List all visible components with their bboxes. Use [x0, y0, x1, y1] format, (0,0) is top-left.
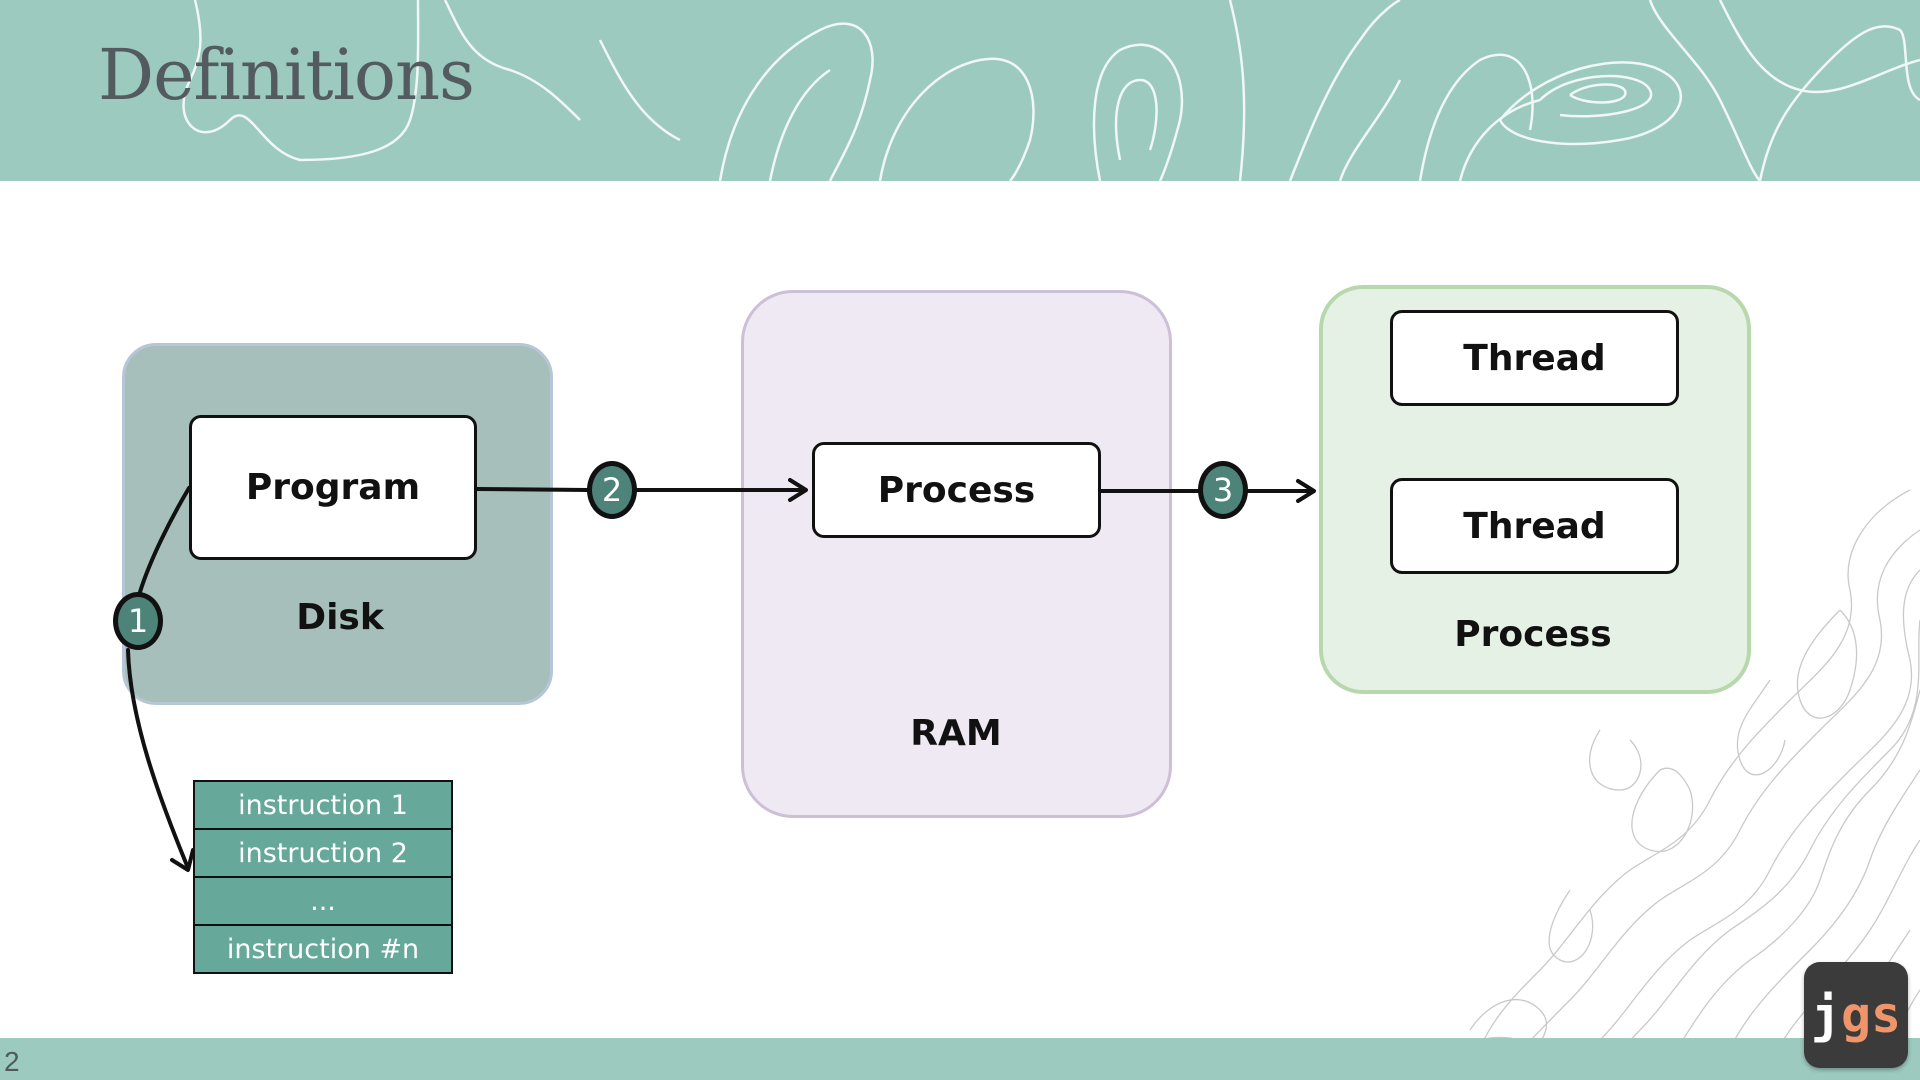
logo-gs: gs	[1840, 986, 1902, 1044]
program-label: Program	[245, 467, 421, 508]
thread-card: Thread	[1390, 478, 1679, 574]
arrow-head	[170, 848, 195, 872]
slide-header: Definitions	[0, 0, 1920, 181]
process-label: Process	[1454, 614, 1612, 655]
instruction-row: instruction 2	[195, 830, 451, 878]
instruction-row: ...	[195, 878, 451, 926]
ram-container	[741, 290, 1172, 818]
slide-footer	[0, 1038, 1920, 1080]
step-badge-3: 3	[1198, 461, 1248, 519]
thread-card: Thread	[1390, 310, 1679, 406]
instruction-row: instruction #n	[195, 926, 451, 972]
instruction-table: instruction 1 instruction 2 ... instruct…	[193, 780, 453, 974]
instruction-row: instruction 1	[195, 782, 451, 830]
disk-label: Disk	[296, 597, 384, 638]
logo-j: j	[1810, 986, 1841, 1044]
slide-title: Definitions	[98, 34, 475, 116]
thread-label: Thread	[1463, 505, 1606, 547]
ram-process-card: Process	[812, 442, 1101, 538]
step-badge-1: 1	[113, 592, 163, 650]
topographic-decoration	[1389, 489, 1920, 1080]
ram-label: RAM	[910, 713, 1002, 754]
program-card: Program	[189, 415, 477, 560]
arrow-head	[1296, 479, 1316, 503]
ram-process-label: Process	[877, 469, 1036, 511]
thread-label: Thread	[1463, 337, 1606, 379]
page-number: 2	[4, 1046, 20, 1077]
topographic-pattern	[182, 0, 1920, 181]
step-badge-2: 2	[587, 461, 637, 519]
